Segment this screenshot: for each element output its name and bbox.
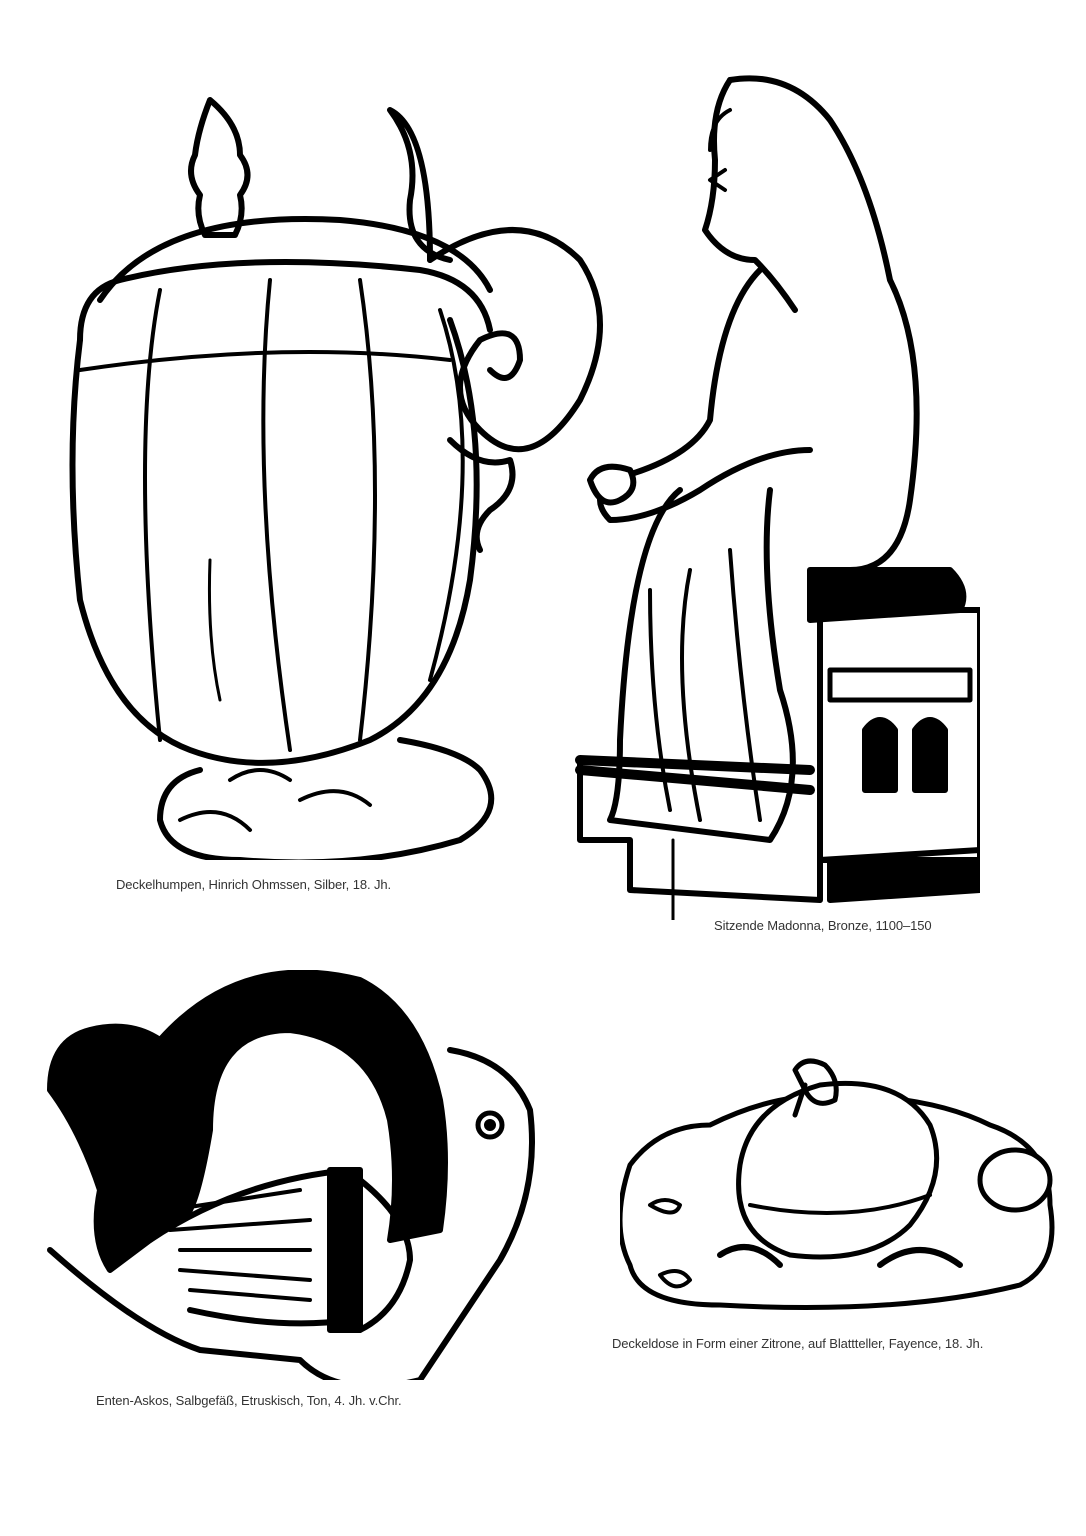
- madonna-drawing: [575, 75, 980, 920]
- askos-drawing: [47, 970, 535, 1380]
- tankard-drawing: [69, 97, 603, 860]
- caption-tankard: Deckelhumpen, Hinrich Ohmssen, Silber, 1…: [116, 877, 392, 892]
- caption-lemon-box: Deckeldose in Form einer Zitrone, auf Bl…: [612, 1336, 984, 1351]
- caption-askos: Enten-Askos, Salbgefäß, Etruskisch, Ton,…: [96, 1393, 402, 1408]
- caption-madonna: Sitzende Madonna, Bronze, 1100–150: [714, 918, 932, 933]
- lemon-box-drawing: [620, 1058, 1055, 1310]
